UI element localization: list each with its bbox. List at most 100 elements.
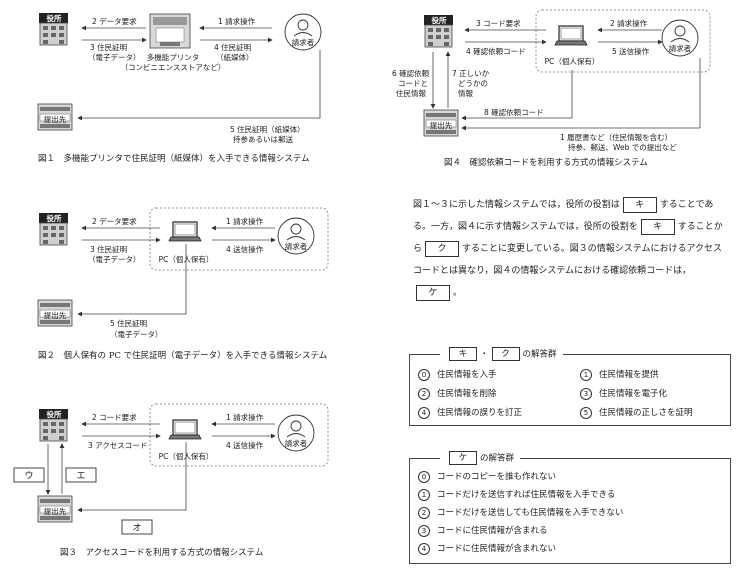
option-number: 4 bbox=[418, 543, 430, 555]
laptop-icon bbox=[168, 221, 202, 242]
fig4-arrow8-label: 8 確認依頼コード bbox=[484, 107, 544, 117]
para-text-8: 。 bbox=[453, 288, 463, 298]
answer-option[interactable]: 4 コードに住民情報が含まれない bbox=[418, 542, 556, 555]
figure-2-caption: 図２ 個人保有の PC で住民証明（電子データ）を入手できる情報システム bbox=[38, 350, 327, 361]
blank-box-o bbox=[121, 519, 153, 535]
fig4-label7-2: どうかの bbox=[458, 79, 488, 88]
fig1-arrow1-label: 1 請求操作 bbox=[218, 16, 256, 26]
fig3-arrow3-label: 3 アクセスコード bbox=[88, 441, 147, 450]
answer-option[interactable]: 1 コードだけを送信すれば住民情報を入手できる bbox=[418, 488, 615, 501]
fig4-arrow5-label: 5 送信操作 bbox=[612, 46, 650, 56]
answer-option[interactable]: 0 住民情報を入手 bbox=[418, 368, 497, 381]
figure-3: 役所 PC（個人保有） 請求者 2 コード要求 3 アクセスコード 1 請求操作… bbox=[13, 403, 329, 558]
option-text: コードに住民情報が含まれない bbox=[437, 544, 557, 554]
option-number: 2 bbox=[418, 388, 430, 400]
figure-2: 役所 PC（個人保有） 請求者 2 データ要求 3 住民証明 （電子データ） 1… bbox=[37, 207, 329, 361]
para-text-7: コードとは異なり，図４の情報システムにおける確認依頼コードは， bbox=[413, 266, 692, 276]
question-paragraph: 図１～３に示した情報システムでは，役所の役割はキすることであ る。一方，図４に示… bbox=[413, 194, 731, 304]
yakusho-label: 役所 bbox=[46, 13, 62, 23]
fig2-arrow3-label-1: 3 住民証明 bbox=[90, 244, 127, 254]
fig4-arrow1-label-1: 1 履歴書など（住民情報を含む） bbox=[560, 132, 672, 142]
yakusho-label: 役所 bbox=[46, 213, 62, 223]
answer-option[interactable]: 1 住民情報を提供 bbox=[580, 368, 659, 381]
submission-label: 提出先 bbox=[430, 120, 453, 130]
fig3-arrow1-label: 1 請求操作 bbox=[226, 412, 264, 422]
blank-box-ki: キ bbox=[622, 196, 657, 213]
printer-label-2: （コンビニエンスストアなど） bbox=[121, 63, 226, 72]
answer-group-header: ケの解答群 bbox=[440, 451, 521, 465]
printer-icon bbox=[149, 13, 191, 49]
option-number: 0 bbox=[418, 369, 430, 381]
blank-box-ke: ケ bbox=[416, 284, 450, 301]
fig1-arrow4-label-2: （紙媒体） bbox=[216, 52, 254, 62]
para-text-2: することであ bbox=[659, 200, 714, 210]
fig4-arrow2-label: 2 請求操作 bbox=[610, 18, 648, 28]
fig2-arrow5-label-2: （電子データ） bbox=[110, 329, 163, 339]
figure-4-caption: 図４ 確認依頼コードを利用する方式の情報システム bbox=[444, 157, 648, 168]
laptop-icon bbox=[554, 25, 588, 46]
fig4-arrow4-label: 4 確認依頼コード bbox=[466, 46, 526, 56]
option-text: 住民情報を提供 bbox=[599, 370, 659, 380]
blank-box-u-label: ウ bbox=[24, 471, 33, 482]
option-number: 1 bbox=[418, 489, 430, 501]
yakusho-label: 役所 bbox=[431, 15, 447, 25]
answer-option[interactable]: 5 住民情報の正しさを証明 bbox=[580, 406, 693, 419]
fig1-arrow5-label-1: 5 住民証明（紙媒体） bbox=[230, 124, 305, 134]
para-text-4: することか bbox=[677, 222, 723, 232]
fig4-label7-1: 7 正しいか bbox=[452, 69, 490, 78]
option-text: コードだけを送信しても住民情報を入手できない bbox=[437, 508, 624, 518]
figure-4: 役所 PC（個人保有） 請求者 3 コード要求 4 確認依頼コード 2 請求操作… bbox=[392, 9, 711, 168]
requester-label: 請求者 bbox=[285, 241, 308, 251]
option-number: 1 bbox=[580, 369, 592, 381]
fig2-arrow4-label: 4 送信操作 bbox=[226, 244, 264, 254]
fig4-label6-1: 6 確認依頼 bbox=[392, 68, 430, 78]
submission-label: 提出先 bbox=[44, 506, 67, 516]
fig1-arrow2-label: 2 データ要求 bbox=[92, 16, 137, 26]
para-text-1: 図１～３に示した情報システムでは，役所の役割は bbox=[413, 200, 620, 210]
submission-label: 提出先 bbox=[44, 114, 67, 124]
requester-label: 請求者 bbox=[285, 438, 308, 448]
fig4-arrow1-label-2: 持参、郵送、Web での提出など bbox=[568, 142, 677, 152]
figure-1-caption: 図１ 多機能プリンタで住民証明（紙媒体）を入手できる情報システム bbox=[38, 153, 310, 164]
laptop-icon bbox=[168, 419, 202, 440]
option-text: コードのコピーを誰も作れない bbox=[437, 472, 557, 482]
submission-label: 提出先 bbox=[44, 310, 67, 320]
answer-box-ki: キ bbox=[449, 347, 477, 361]
yakusho-label: 役所 bbox=[46, 409, 62, 419]
answer-option[interactable]: 2 住民情報を削除 bbox=[418, 387, 497, 400]
fig3-arrow4-label: 4 送信操作 bbox=[226, 440, 264, 450]
option-number: 5 bbox=[580, 407, 592, 419]
requester-label: 請求者 bbox=[292, 37, 315, 47]
requester-label: 請求者 bbox=[669, 43, 692, 53]
option-number: 3 bbox=[580, 388, 592, 400]
fig4-label6-2: コードと bbox=[398, 79, 428, 88]
option-number: 3 bbox=[418, 525, 430, 537]
answer-box-ku: ク bbox=[491, 347, 520, 361]
fig2-arrow2-label: 2 データ要求 bbox=[92, 216, 137, 226]
para-text-6: することに変更している。図３の情報システムにおけるアクセス bbox=[462, 244, 723, 254]
fig1-arrow4-label-1: 4 住民証明 bbox=[214, 42, 251, 52]
option-text: コードに住民情報が含まれる bbox=[437, 526, 548, 536]
fig4-label7-3: 情報 bbox=[458, 88, 473, 98]
answer-separator: ・ bbox=[480, 349, 489, 360]
option-text: 住民情報を削除 bbox=[437, 389, 497, 399]
blank-box-ki: キ bbox=[640, 218, 675, 235]
answer-group-header: キ・クの解答群 bbox=[440, 347, 563, 361]
option-text: 住民情報を入手 bbox=[437, 370, 497, 380]
option-text: 住民情報の正しさを証明 bbox=[599, 408, 693, 418]
option-text: 住民情報の誤りを訂正 bbox=[437, 408, 523, 418]
fig3-arrow2-label: 2 コード要求 bbox=[92, 412, 137, 422]
fig2-arrow3-label-2: （電子データ） bbox=[88, 254, 141, 264]
option-text: コードだけを送信すれば住民情報を入手できる bbox=[437, 490, 616, 500]
fig4-arrow3-label: 3 コード要求 bbox=[476, 18, 521, 28]
answer-option[interactable]: 3 コードに住民情報が含まれる bbox=[418, 524, 548, 537]
blank-box-e-label: エ bbox=[76, 472, 85, 482]
fig1-arrow5-label-2: 持参あるいは郵送 bbox=[233, 134, 293, 144]
para-text-3: る。一方，図４に示す情報システムでは，役所の役割を bbox=[413, 222, 638, 232]
fig1-arrow3-label-2: （電子データ） bbox=[88, 52, 141, 62]
